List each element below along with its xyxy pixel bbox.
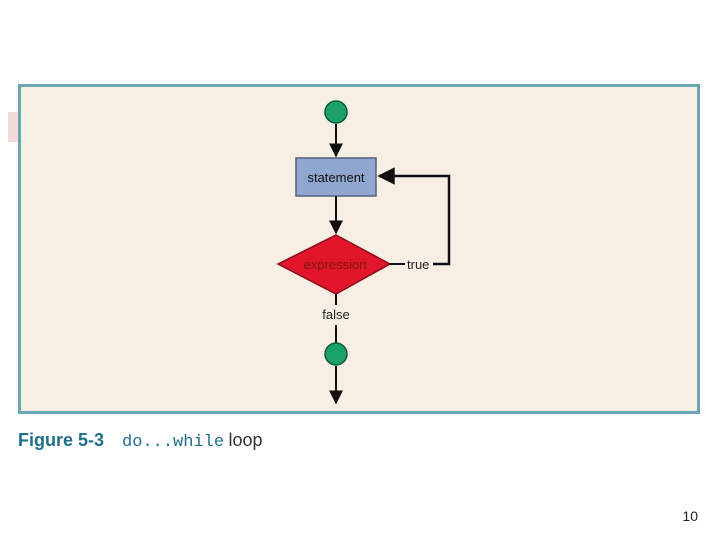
page-number: 10	[682, 508, 698, 524]
caption-text-loop: loop	[228, 430, 263, 450]
true-edge-label: true	[407, 257, 429, 272]
figure-label: Figure 5-3	[18, 430, 105, 450]
figure-panel: statement expression true false	[18, 84, 700, 414]
caption-code-dots: ...	[142, 433, 174, 452]
caption-code-while: while	[173, 433, 225, 452]
statement-label: statement	[307, 170, 364, 185]
expression-label: expression	[304, 257, 367, 272]
caption-body: do...while loop	[122, 430, 263, 452]
start-terminal-node	[324, 100, 348, 124]
caption-code-do: do	[122, 433, 143, 452]
figure-caption: Figure 5-3 do...while loop	[18, 430, 263, 460]
statement-node: statement	[295, 157, 377, 197]
false-edge-label: false	[322, 307, 349, 322]
expression-node: expression	[276, 234, 392, 295]
arrow-true-return	[377, 167, 451, 266]
end-terminal-node	[324, 342, 348, 366]
flowchart: statement expression true false	[276, 100, 451, 405]
